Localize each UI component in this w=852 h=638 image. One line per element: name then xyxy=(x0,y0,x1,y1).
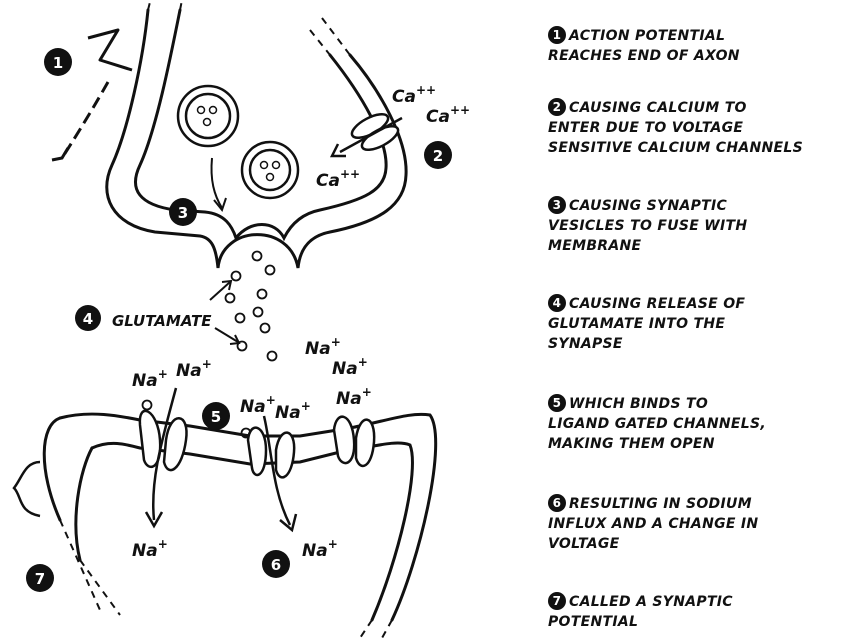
svg-text:5: 5 xyxy=(211,408,221,426)
badge-2: 2 xyxy=(424,141,452,169)
svg-text:7: 7 xyxy=(35,570,45,588)
badge-4: 4 xyxy=(75,305,101,331)
badge-1: 1 xyxy=(44,48,72,76)
synaptic-vesicles xyxy=(178,86,298,198)
na-label-7: Na+ xyxy=(336,385,372,409)
channel-open-1b xyxy=(164,418,187,470)
caption-step-7: 7Called a synaptic potential xyxy=(548,592,848,632)
badge-3: 3 xyxy=(169,198,197,226)
vesicle-inner xyxy=(250,150,290,190)
svg-text:4: 4 xyxy=(83,310,93,328)
na-label-4: Na+ xyxy=(275,399,311,423)
na-label-1: Na+ xyxy=(132,367,168,391)
channel-closed-b xyxy=(356,420,374,466)
dendrite-dashes xyxy=(60,520,392,638)
na-label-2: Na+ xyxy=(176,357,212,381)
action-potential-arrow xyxy=(52,82,108,160)
svg-text:3: 3 xyxy=(178,204,188,222)
caption-step-5: 5Which binds to ligand gated channels, m… xyxy=(548,394,848,454)
caption-badge: 2 xyxy=(548,98,566,116)
ca-label-3: Ca++ xyxy=(316,167,360,191)
vesicle-inner xyxy=(186,94,230,138)
caption-badge: 4 xyxy=(548,294,566,312)
axon-dashes xyxy=(148,0,350,55)
badge-7: 7 xyxy=(26,564,54,592)
ca-label-1: Ca++ xyxy=(392,83,436,107)
na-label-6: Na+ xyxy=(332,355,368,379)
caption-badge: 3 xyxy=(548,196,566,214)
caption-step-1: 1Action potential reaches end of axon xyxy=(548,26,848,66)
channel-closed-a xyxy=(334,417,354,463)
postsynaptic-membrane xyxy=(44,414,435,620)
action-potential-bolt xyxy=(88,30,132,70)
svg-text:2: 2 xyxy=(433,147,443,165)
na-label-8: Na+ xyxy=(132,537,168,561)
caption-step-2: 2Causing calcium to enter due to voltage… xyxy=(548,98,848,158)
fusion-arrow xyxy=(211,158,222,208)
caption-step-3: 3Causing synaptic vesicles to fuse with … xyxy=(548,196,848,256)
ca-label-2: Ca++ xyxy=(426,103,470,127)
badge-6: 6 xyxy=(262,550,290,578)
na-label-5: Na+ xyxy=(305,335,341,359)
synaptic-potential-brace xyxy=(14,462,40,516)
caption-step-6: 6Resulting in sodium influx and a change… xyxy=(548,494,848,554)
glutamate-label: Glutamate xyxy=(112,312,212,330)
caption-badge: 6 xyxy=(548,494,566,512)
caption-step-4: 4Causing release of Glutamate into the s… xyxy=(548,294,848,354)
glutamate-arrows xyxy=(210,281,239,344)
channel-open-2a xyxy=(248,428,266,475)
caption-badge: 1 xyxy=(548,26,566,44)
ligand-gated-channels xyxy=(140,411,374,478)
caption-badge: 7 xyxy=(548,592,566,610)
caption-badge: 5 xyxy=(548,394,566,412)
na-label-9: Na+ xyxy=(302,537,338,561)
na-label-3: Na+ xyxy=(240,393,276,417)
svg-text:1: 1 xyxy=(53,54,63,72)
channel-open-2b xyxy=(276,433,294,478)
badge-5: 5 xyxy=(202,402,230,430)
svg-text:6: 6 xyxy=(271,556,281,574)
